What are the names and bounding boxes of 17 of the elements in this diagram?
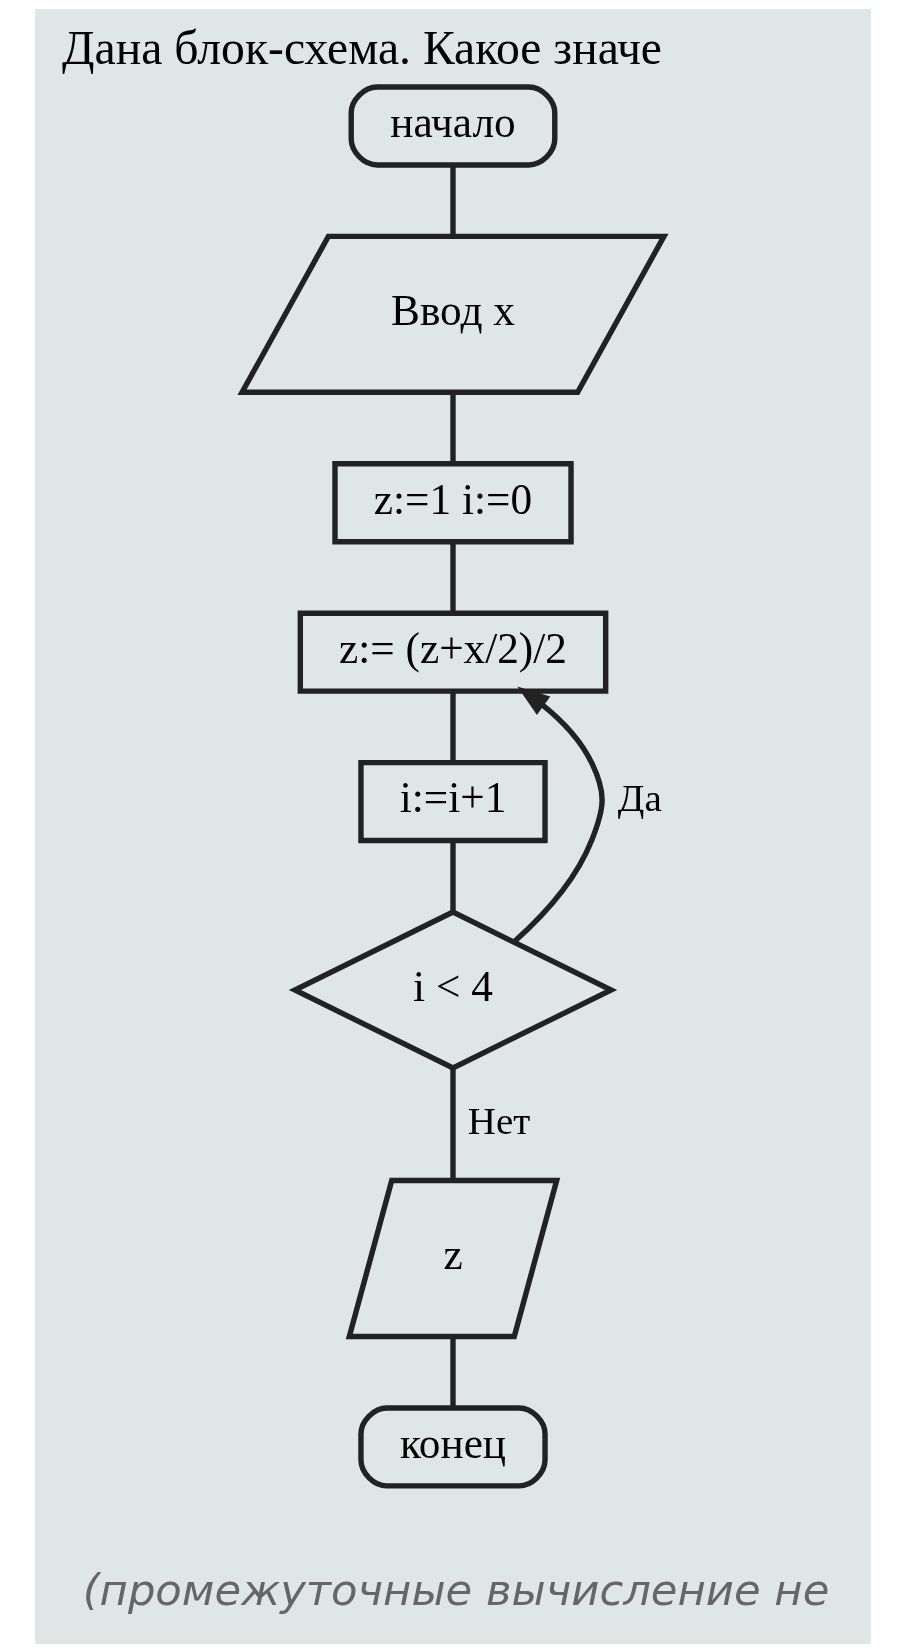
connector <box>449 691 456 762</box>
arrow <box>511 686 605 944</box>
node-box: z:=1 i:=0 <box>331 460 574 544</box>
connector <box>449 164 456 236</box>
edge-label: Да <box>617 775 662 819</box>
edge-label: Нет <box>467 1098 530 1142</box>
label: (промежуточные вычисление не <box>82 1564 829 1615</box>
node-diamond: i < 4 <box>288 908 617 1071</box>
connector <box>449 1068 456 1180</box>
node-box: конец <box>357 1404 548 1489</box>
node-box: z:= (z+x/2)/2 <box>297 610 608 694</box>
connector <box>449 541 456 612</box>
connector <box>449 840 456 912</box>
node-box: начало <box>348 83 557 168</box>
diagram-title: Дана блок-схема. Какое значе <box>61 21 662 74</box>
connector <box>449 1336 456 1408</box>
node-box: i:=i+1 <box>357 759 548 843</box>
